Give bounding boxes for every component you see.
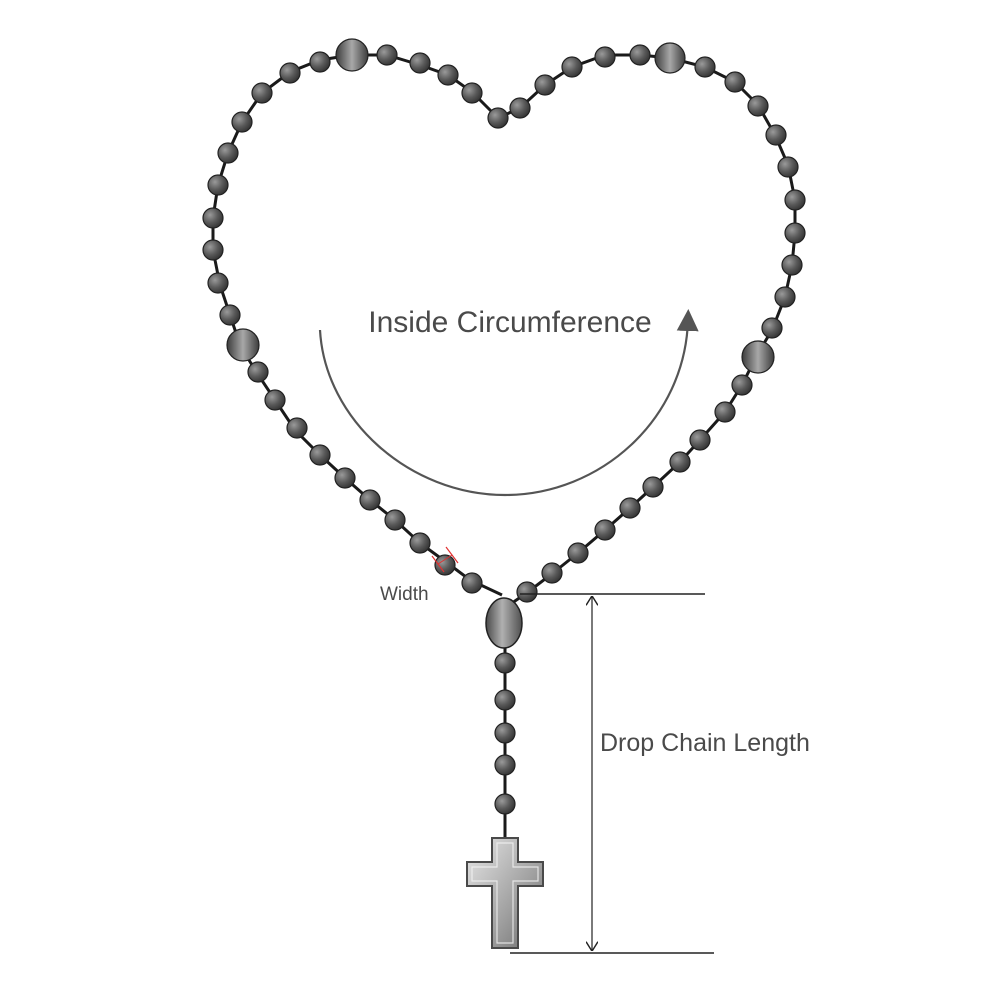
large-bead <box>654 42 686 74</box>
bead-group <box>202 38 806 815</box>
bead <box>642 476 664 498</box>
width-label: Width <box>380 584 429 605</box>
bead <box>437 64 459 86</box>
bead <box>774 286 796 308</box>
bead <box>509 97 531 119</box>
bead <box>765 124 787 146</box>
bead <box>619 497 641 519</box>
bead <box>247 361 269 383</box>
bead <box>334 467 356 489</box>
bead <box>567 542 589 564</box>
bead <box>217 142 239 164</box>
bead <box>494 689 516 711</box>
bead <box>309 51 331 73</box>
inside-circumference-label: Inside Circumference <box>368 306 651 339</box>
bead <box>251 82 273 104</box>
bead <box>516 581 538 603</box>
bead <box>487 107 509 129</box>
bead <box>309 444 331 466</box>
circumference-arrow <box>318 309 699 497</box>
bead <box>264 389 286 411</box>
bead <box>409 52 431 74</box>
bead <box>207 174 229 196</box>
bead <box>461 572 483 594</box>
bead <box>409 532 431 554</box>
bead <box>202 207 224 229</box>
bead <box>669 451 691 473</box>
bead <box>784 222 806 244</box>
bead <box>784 189 806 211</box>
bead <box>434 554 456 576</box>
bead <box>724 71 746 93</box>
bead <box>494 652 516 674</box>
bead <box>494 793 516 815</box>
bead <box>494 754 516 776</box>
large-bead <box>335 38 369 72</box>
bead <box>689 429 711 451</box>
oval-medallion <box>485 597 523 649</box>
bead <box>781 254 803 276</box>
bead <box>761 317 783 339</box>
bead <box>219 304 241 326</box>
bead <box>561 56 583 78</box>
bead <box>376 44 398 66</box>
bead <box>694 56 716 78</box>
bead <box>384 509 406 531</box>
bead <box>777 156 799 178</box>
large-bead <box>741 340 775 374</box>
bead <box>461 82 483 104</box>
bead <box>231 111 253 133</box>
bead <box>534 74 556 96</box>
bead <box>594 519 616 541</box>
bead <box>286 417 308 439</box>
width-marker <box>431 546 459 573</box>
cross-icon <box>466 837 544 949</box>
bead <box>202 239 224 261</box>
drop-chain-length-label: Drop Chain Length <box>600 729 810 757</box>
bead <box>594 46 616 68</box>
bead <box>541 562 563 584</box>
bead <box>359 489 381 511</box>
bead <box>731 374 753 396</box>
bead <box>747 95 769 117</box>
bead <box>629 44 651 66</box>
bead <box>494 722 516 744</box>
bead <box>279 62 301 84</box>
bead <box>714 401 736 423</box>
bead <box>207 272 229 294</box>
large-bead <box>226 328 260 362</box>
